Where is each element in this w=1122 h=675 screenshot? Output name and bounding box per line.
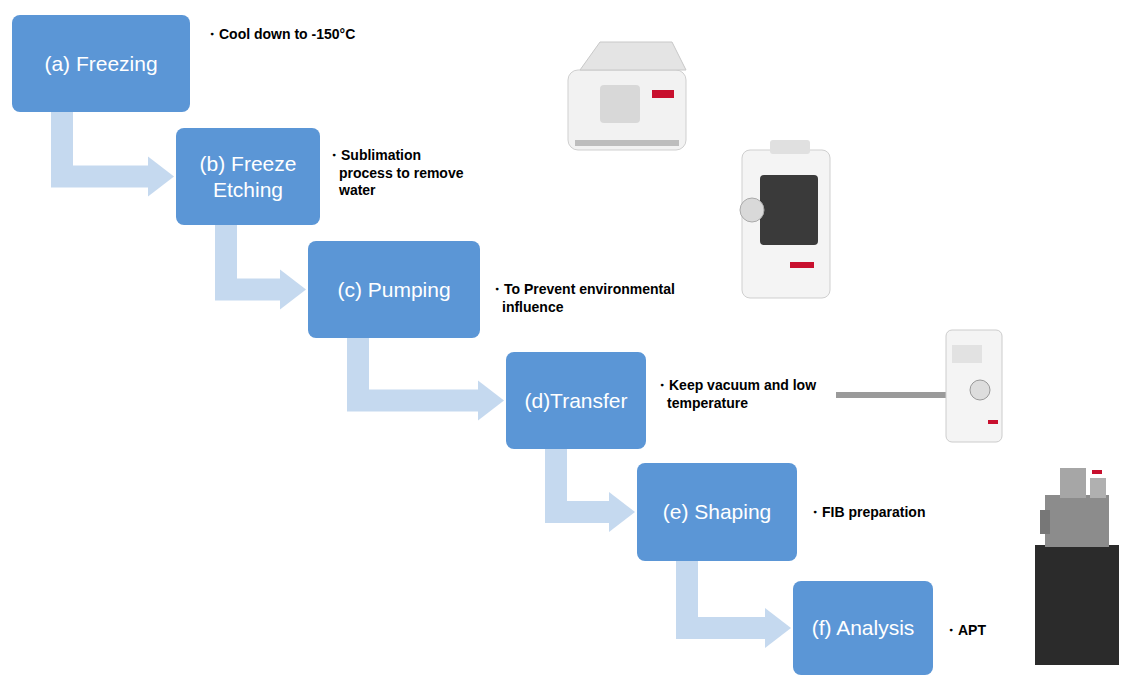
step-label: (a) Freezing — [44, 51, 157, 76]
step-note: ・Sublimation process to remove water — [327, 147, 469, 200]
fib-apt-instrument — [1035, 468, 1119, 665]
step-note: ・Keep vacuum and low temperature — [655, 377, 827, 412]
step-label: (d)Transfer — [524, 388, 627, 413]
step-label: (b) Freeze Etching — [186, 151, 310, 201]
process-box: (c) Pumping — [308, 241, 480, 338]
step-note: ・To Prevent environmental influence — [490, 281, 712, 316]
process-box: (a) Freezing — [12, 15, 190, 112]
process-box: (b) Freeze Etching — [176, 128, 320, 225]
step-note: ・APT — [944, 622, 1036, 640]
flow-arrow — [226, 225, 306, 310]
transfer-instrument — [836, 330, 1002, 442]
flow-arrow — [556, 449, 635, 532]
step-note: ・FIB preparation — [808, 504, 990, 522]
step-label: (f) Analysis — [812, 615, 915, 640]
flow-arrow — [687, 561, 791, 648]
step-label: (c) Pumping — [337, 277, 450, 302]
step-note: ・Cool down to -150°C — [205, 26, 417, 44]
freezing-instrument — [568, 42, 686, 150]
freeze-etching-instrument — [740, 140, 830, 298]
process-box: (e) Shaping — [637, 463, 797, 561]
flow-arrow — [358, 338, 504, 421]
process-box: (d)Transfer — [506, 352, 646, 449]
step-label: (e) Shaping — [663, 499, 772, 524]
flow-arrow — [62, 112, 174, 197]
process-box: (f) Analysis — [793, 581, 933, 675]
